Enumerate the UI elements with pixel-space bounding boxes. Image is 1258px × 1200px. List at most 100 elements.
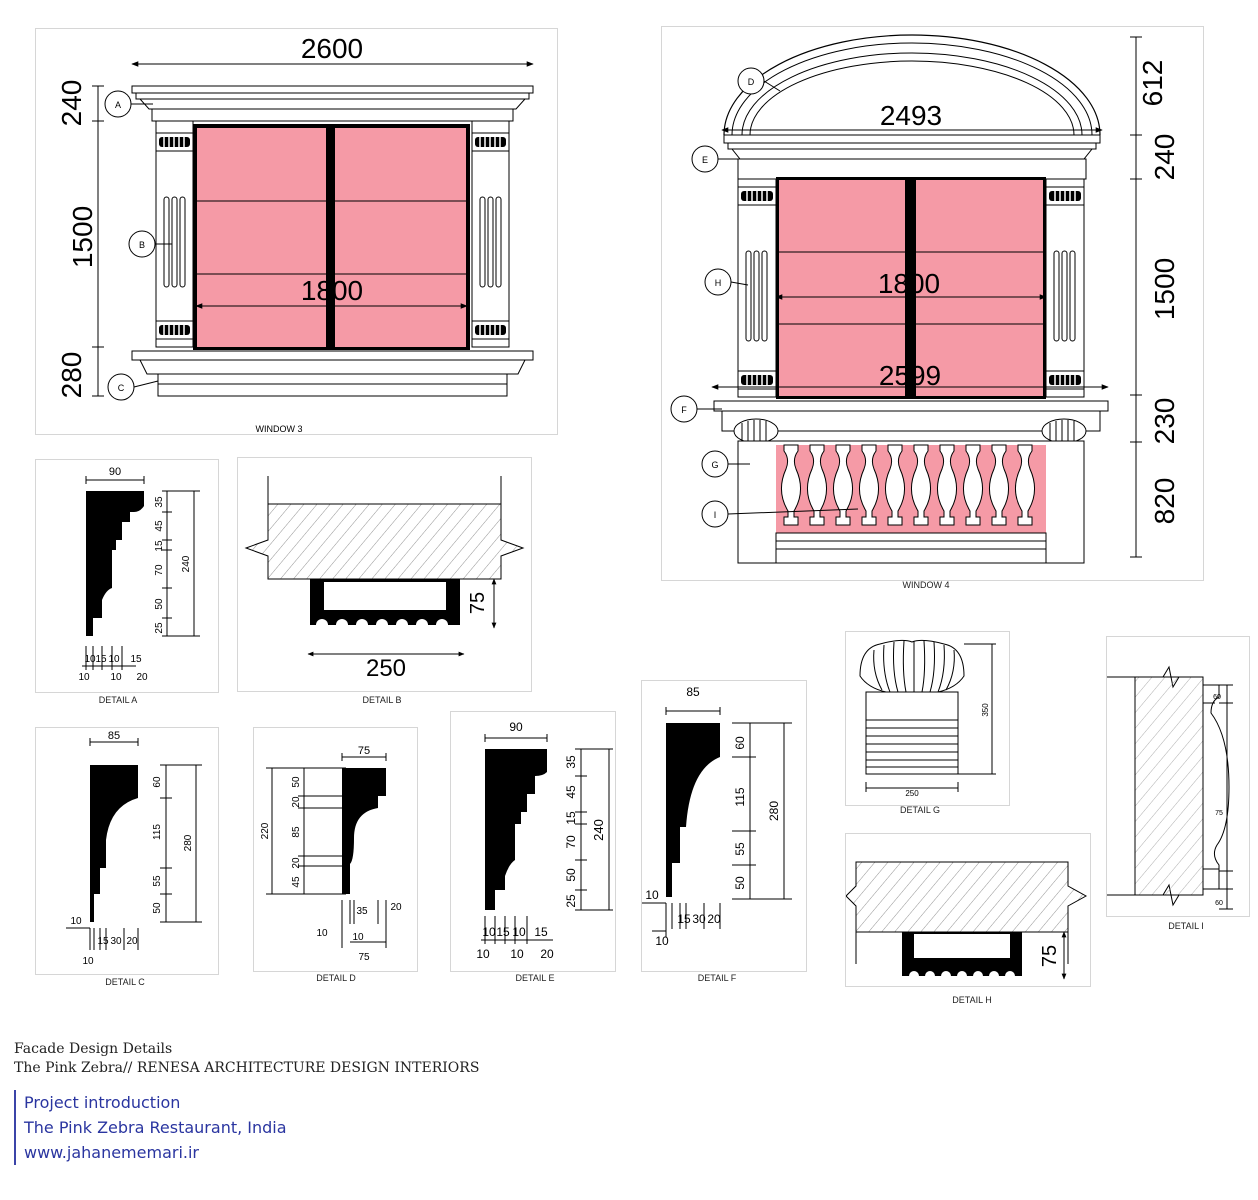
detail-i-drawing: 60 75 60 — [1107, 665, 1233, 910]
det-d-bottom-b: 20 — [390, 902, 402, 913]
det-a-bottom-1: 10 — [84, 654, 96, 665]
det-e-bottom-4: 15 — [534, 925, 548, 939]
det-a-bottom-3: 10 — [108, 654, 120, 665]
w4-dim-height: 1500 — [1149, 258, 1180, 320]
det-f-left-top: 10 — [645, 888, 659, 902]
det-b-depth: 75 — [467, 592, 489, 614]
det-f-left-low: 10 — [655, 934, 669, 948]
det-d-step-2: 20 — [291, 796, 302, 808]
det-e-bottom-3: 10 — [512, 925, 526, 939]
det-h-depth: 75 — [1039, 945, 1061, 967]
det-e-step-3: 15 — [564, 811, 578, 825]
detail-d-panel: 75 50 20 85 20 45 220 35 20 10 10 75 — [253, 727, 418, 972]
detail-b-caption: DETAIL B — [362, 695, 402, 705]
det-i-top: 60 — [1213, 694, 1221, 701]
det-f-step-1: 60 — [733, 736, 747, 750]
caption-line-1: Facade Design Details — [14, 1041, 173, 1057]
detail-h-caption: DETAIL H — [952, 995, 992, 1005]
w4-caption: WINDOW 4 — [902, 580, 950, 590]
w4-tag-i: I — [714, 510, 717, 520]
w4-dim-arch: 612 — [1137, 60, 1168, 107]
detail-i-panel: 60 75 60 — [1106, 636, 1250, 917]
det-f-step-4: 50 — [733, 876, 747, 890]
det-e-step-6: 25 — [564, 894, 578, 908]
det-e-bottom-2: 15 — [496, 925, 510, 939]
det-e-step-1: 35 — [564, 755, 578, 769]
window-3-panel: 2600 240 1500 280 — [35, 28, 558, 435]
window-3-drawing: 2600 240 1500 280 — [56, 33, 534, 434]
det-e-bottom-5: 10 — [476, 947, 490, 961]
det-d-width: 75 — [358, 745, 370, 757]
det-c-bottom-1: 10 — [82, 956, 94, 967]
detail-f-caption: DETAIL F — [697, 973, 737, 983]
detail-b-drawing: 250 75 — [244, 476, 525, 682]
det-f-bottom-1: 15 — [677, 912, 691, 926]
det-c-step-3: 55 — [152, 875, 163, 887]
detail-i-caption: DETAIL I — [1168, 921, 1204, 931]
det-f-total: 280 — [767, 801, 781, 821]
detail-f-panel: 85 60 115 55 50 280 10 10 15 30 20 — [641, 680, 807, 972]
w3-tag-b: B — [139, 240, 145, 250]
detail-a-panel: 90 35 45 15 70 50 25 240 10 15 10 15 10 … — [35, 459, 219, 693]
det-a-step-4: 70 — [154, 564, 165, 576]
w3-tag-c: C — [118, 383, 125, 393]
det-a-bottom-4: 15 — [130, 654, 142, 665]
detail-e-panel: 90 35 45 15 70 50 25 240 10 15 10 15 10 … — [450, 711, 616, 972]
detail-h-drawing: 75 — [845, 861, 1088, 981]
det-d-bottom-d: 10 — [352, 932, 364, 943]
detail-e-drawing: 90 35 45 15 70 50 25 240 10 15 10 15 10 … — [476, 720, 613, 961]
det-f-step-2: 115 — [733, 787, 747, 806]
det-f-step-3: 55 — [733, 842, 747, 856]
det-c-left: 10 — [70, 916, 82, 927]
w3-caption: WINDOW 3 — [256, 424, 303, 434]
w4-dim-inner: 1800 — [878, 268, 940, 299]
det-e-width: 90 — [509, 720, 523, 734]
w3-dim-inner: 1800 — [301, 275, 363, 306]
detail-e-caption: DETAIL E — [515, 973, 555, 983]
intro-website-link[interactable]: www.jahanememari.ir — [24, 1143, 200, 1162]
detail-a-caption: DETAIL A — [98, 695, 138, 705]
detail-g-panel: 250 350 — [845, 631, 1010, 806]
det-a-step-5: 50 — [154, 598, 165, 610]
detail-c-drawing: 85 60 115 55 50 280 10 10 15 30 20 — [66, 730, 202, 967]
det-a-step-6: 25 — [154, 622, 165, 634]
figure-caption: Facade Design Details The Pink Zebra// R… — [14, 1040, 479, 1078]
det-f-bottom-3: 20 — [707, 912, 721, 926]
det-c-step-2: 115 — [152, 824, 163, 840]
intro-project-name: The Pink Zebra Restaurant, India — [24, 1118, 287, 1137]
detail-d-caption: DETAIL D — [316, 973, 356, 983]
det-g-width: 250 — [905, 789, 919, 798]
det-i-bottom: 60 — [1215, 900, 1223, 907]
window-4-panel: 2493 612 240 1500 230 820 — [661, 26, 1204, 581]
w4-tag-e: E — [702, 155, 708, 165]
w4-dim-balustrade: 820 — [1149, 478, 1180, 525]
det-d-bottom-c: 10 — [316, 928, 328, 939]
w4-dim-top: 240 — [1149, 134, 1180, 181]
det-a-step-2: 45 — [154, 520, 165, 532]
detail-a-drawing: 90 35 45 15 70 50 25 240 10 15 10 15 10 … — [78, 466, 200, 683]
det-b-width: 250 — [366, 655, 406, 682]
detail-d-drawing: 75 50 20 85 20 45 220 35 20 10 10 75 — [260, 745, 402, 963]
w3-glass-right — [335, 128, 466, 347]
w4-glass-right — [916, 180, 1043, 396]
w4-dim-base-width: 2599 — [879, 360, 941, 391]
det-d-bottom-a: 35 — [356, 906, 368, 917]
det-c-bottom-4: 20 — [126, 936, 138, 947]
w3-dim-top: 240 — [56, 80, 87, 127]
det-a-step-1: 35 — [154, 496, 165, 508]
w4-tag-g: G — [711, 460, 718, 470]
det-d-total: 220 — [260, 822, 271, 839]
det-a-bottom-2: 15 — [95, 654, 107, 665]
det-e-step-4: 70 — [564, 835, 578, 849]
det-d-step-3: 85 — [291, 826, 302, 838]
det-a-total: 240 — [181, 555, 192, 572]
det-a-bottom-7: 20 — [136, 672, 148, 683]
detail-h-panel: 75 — [845, 833, 1091, 987]
w3-glass-left — [197, 128, 326, 347]
det-e-bottom-7: 20 — [540, 947, 554, 961]
det-c-bottom-2: 15 — [97, 936, 109, 947]
w3-tag-a: A — [115, 100, 121, 110]
project-intro: Project introduction The Pink Zebra Rest… — [14, 1090, 287, 1165]
det-c-bottom-3: 30 — [110, 936, 122, 947]
det-f-width: 85 — [686, 685, 700, 699]
